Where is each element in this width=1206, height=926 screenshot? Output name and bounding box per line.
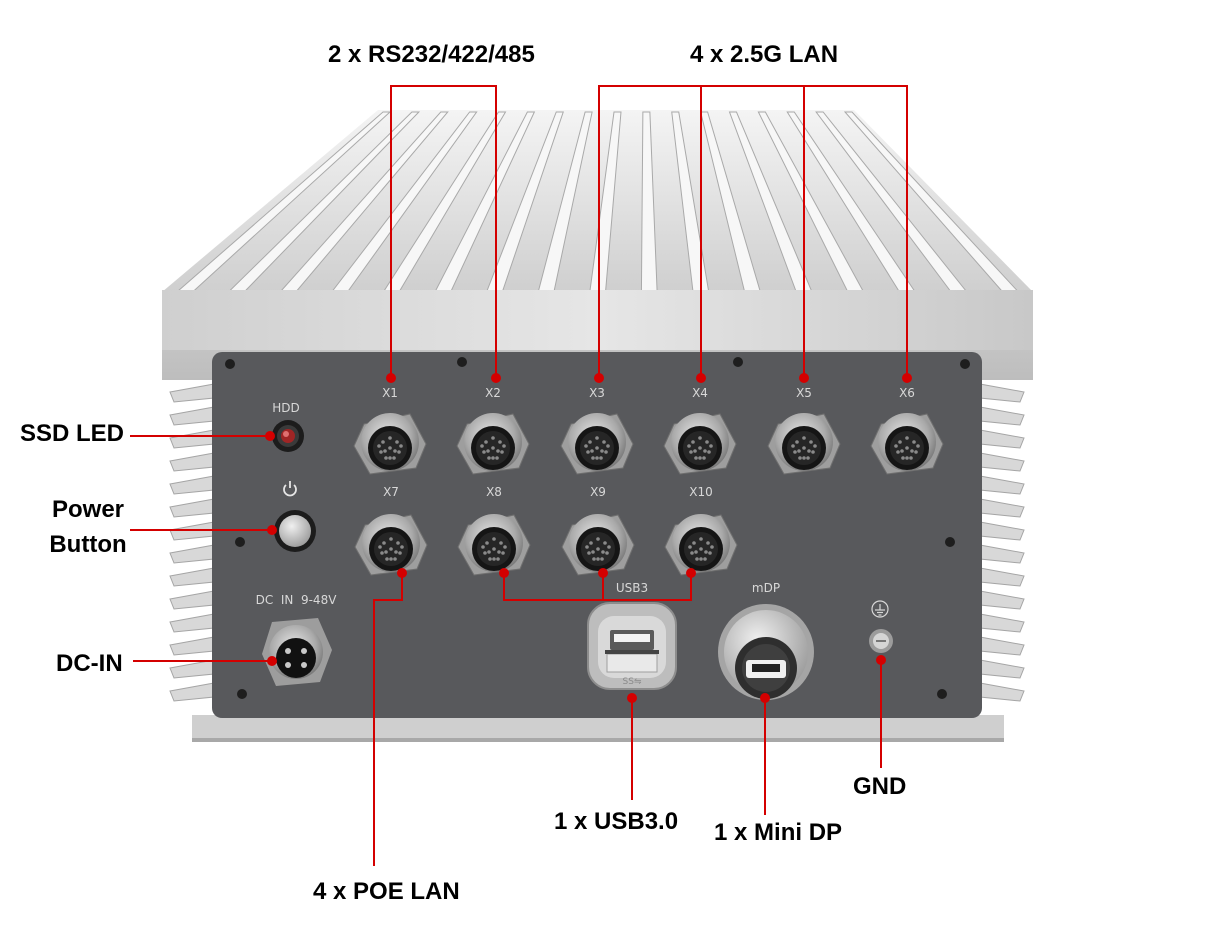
- leader-lines: [130, 85, 908, 866]
- side-fin: [979, 406, 1025, 426]
- mini-dp-port[interactable]: [718, 604, 814, 700]
- side-fin: [979, 682, 1025, 702]
- m12-connector-top[interactable]: [560, 413, 634, 475]
- leader-dots: [265, 373, 912, 703]
- port-label: X9: [590, 485, 606, 499]
- port-label: X6: [899, 386, 915, 400]
- m12-connector-bottom[interactable]: [354, 514, 428, 576]
- side-fin: [169, 567, 215, 587]
- side-fin: [169, 544, 215, 564]
- ground-icon: [871, 600, 889, 618]
- poe-lan-callout: 4 x POE LAN: [313, 878, 460, 905]
- side-fin: [169, 406, 215, 426]
- side-fin: [979, 521, 1025, 541]
- m12-connector-bottom[interactable]: [457, 514, 531, 576]
- power-button-callout-line1: Power: [51, 496, 125, 523]
- side-fin: [169, 498, 215, 518]
- dc-in-label: DC IN 9-48V: [256, 593, 338, 607]
- m12-connectors: [353, 413, 944, 576]
- m12-connector-bottom[interactable]: [664, 514, 738, 576]
- side-fin: [979, 452, 1025, 472]
- side-fin: [169, 636, 215, 656]
- usb3-port[interactable]: SS⇋: [587, 602, 677, 690]
- usb-port-mark: SS⇋: [623, 677, 642, 687]
- side-fin: [979, 544, 1025, 564]
- side-fin: [979, 636, 1025, 656]
- dc-in-callout: DC-IN: [56, 650, 123, 677]
- dc-in-connector: [262, 618, 332, 686]
- power-button-callout-line2: Button: [49, 530, 127, 558]
- side-fins-right: [979, 383, 1025, 702]
- port-label: X4: [692, 386, 708, 400]
- side-fin: [979, 659, 1025, 679]
- m12-connector-top[interactable]: [870, 413, 944, 475]
- serial-ports-callout: 2 x RS232/422/485: [328, 41, 535, 68]
- power-button[interactable]: [274, 510, 316, 552]
- port-label: X8: [486, 485, 502, 499]
- side-fin: [979, 475, 1025, 495]
- port-label: X1: [382, 386, 398, 400]
- gnd-callout: GND: [853, 773, 907, 800]
- ssd-led-callout: SSD LED: [20, 420, 125, 447]
- m12-connector-top[interactable]: [456, 413, 530, 475]
- lan-2-5g-callout: 4 x 2.5G LAN: [690, 41, 839, 68]
- power-icon: [283, 481, 297, 497]
- side-fin: [979, 383, 1025, 403]
- heatsink: [162, 110, 1033, 742]
- power-button-callout: Power Button: [40, 493, 136, 563]
- m12-connector-top[interactable]: [767, 413, 841, 475]
- m12-connector-top[interactable]: [663, 413, 737, 475]
- side-fin: [979, 590, 1025, 610]
- usb-callout: 1 x USB3.0: [554, 808, 679, 835]
- side-fin: [169, 613, 215, 633]
- ground-screw: [869, 629, 893, 653]
- side-fin: [169, 383, 215, 403]
- side-fin: [169, 429, 215, 449]
- side-fin: [979, 613, 1025, 633]
- m12-connector-bottom[interactable]: [561, 514, 635, 576]
- mdp-label: mDP: [752, 581, 780, 595]
- port-label: X3: [589, 386, 605, 400]
- port-label: X7: [383, 485, 399, 499]
- side-fin: [979, 498, 1025, 518]
- side-fins-left: [169, 383, 215, 702]
- side-fin: [169, 659, 215, 679]
- side-fin: [169, 590, 215, 610]
- side-fin: [979, 429, 1025, 449]
- mini-dp-callout: 1 x Mini DP: [714, 819, 843, 846]
- side-fin: [169, 682, 215, 702]
- usb3-label: USB3: [616, 581, 648, 595]
- m12-connector-top[interactable]: [353, 413, 427, 475]
- port-label: X5: [796, 386, 812, 400]
- hdd-label: HDD: [272, 401, 300, 415]
- side-fin: [169, 475, 215, 495]
- port-label: X2: [485, 386, 501, 400]
- hdd-led: [272, 420, 304, 452]
- side-fin: [979, 567, 1025, 587]
- side-fin: [169, 452, 215, 472]
- port-label: X10: [689, 485, 713, 499]
